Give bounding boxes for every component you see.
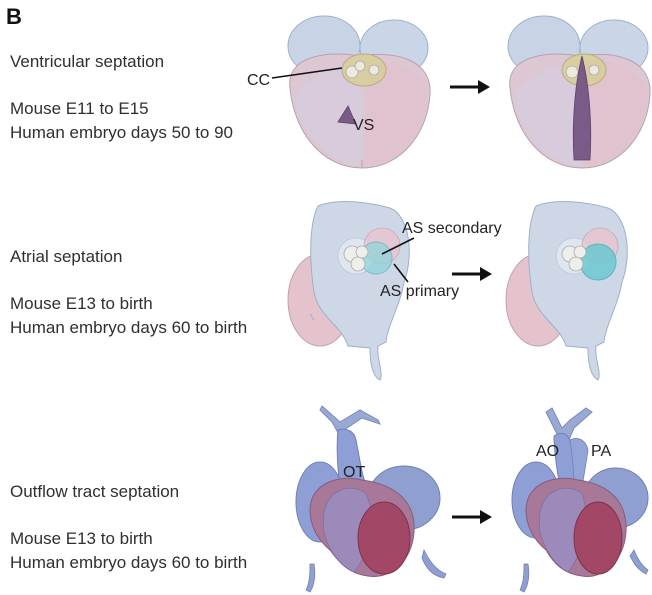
transition-arrow-3 (450, 508, 494, 526)
row3-title: Outflow tract septation (10, 480, 179, 503)
row2-line1: Mouse E13 to birth (10, 292, 153, 315)
heart-atrial-after (506, 196, 636, 386)
row3-line1: Mouse E13 to birth (10, 527, 153, 550)
pointer-as-primary (392, 262, 416, 286)
panel-letter: B (6, 4, 22, 30)
heart-ventricular-before (282, 8, 442, 178)
transition-arrow-1 (448, 78, 492, 96)
label-ot: OT (343, 464, 365, 482)
row1-line1: Mouse E11 to E15 (10, 97, 149, 120)
pointer-cc (270, 64, 350, 84)
label-pa: PA (591, 443, 611, 461)
row3-line2: Human embryo days 60 to birth (10, 551, 247, 574)
row1-title: Ventricular septation (10, 50, 164, 73)
heart-outflow-after (498, 400, 650, 595)
transition-arrow-2 (450, 265, 494, 283)
label-ao: AO (536, 443, 559, 461)
row2-title: Atrial septation (10, 245, 122, 268)
pointer-as-secondary (378, 236, 418, 258)
label-vs: VS (353, 117, 374, 135)
heart-ventricular-after (502, 8, 652, 178)
row2-line2: Human embryo days 60 to birth (10, 316, 247, 339)
row1-line2: Human embryo days 50 to 90 (10, 121, 233, 144)
label-cc: CC (247, 72, 270, 90)
heart-outflow-before (280, 400, 450, 595)
